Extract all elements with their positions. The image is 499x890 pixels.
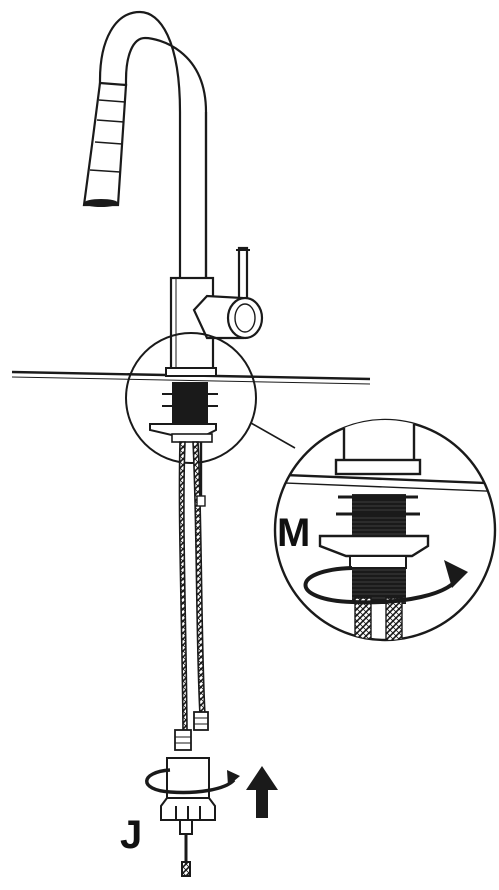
detail-callout-small	[125, 332, 257, 464]
up-arrow-icon	[246, 766, 278, 818]
detail-callout-large	[273, 418, 497, 642]
faucet-handle	[192, 246, 264, 340]
faucet-spout	[82, 10, 208, 278]
rotate-arrow-icon	[145, 768, 240, 795]
base-ring	[165, 367, 217, 377]
callout-leader-line	[250, 422, 296, 449]
quick-connector-j	[160, 757, 216, 877]
label-j: J	[120, 813, 143, 857]
rotate-arrow-head-icon	[444, 560, 468, 588]
supply-hoses	[174, 441, 209, 751]
mounting-shank	[149, 382, 218, 443]
label-m: M	[277, 511, 311, 555]
